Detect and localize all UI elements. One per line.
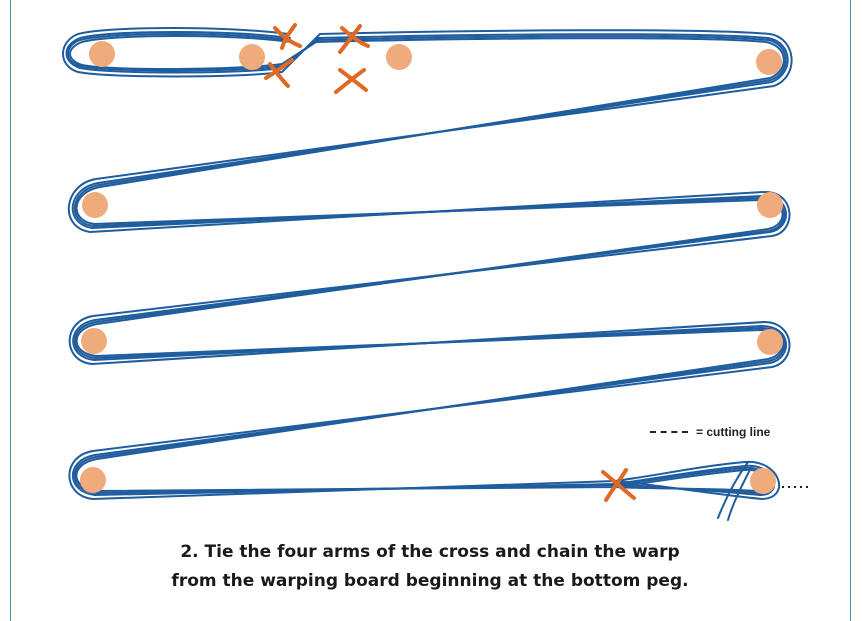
tie-mark — [338, 24, 370, 54]
warp-loose-end — [727, 465, 753, 521]
warp-strand — [69, 35, 785, 493]
peg — [239, 44, 265, 70]
warp-loose-end — [717, 461, 749, 519]
peg — [81, 328, 107, 354]
peg — [757, 192, 783, 218]
frame-left-border — [10, 0, 11, 621]
peg — [756, 49, 782, 75]
tie-mark — [601, 468, 636, 502]
warp-threads — [62, 27, 793, 521]
tie-mark — [264, 58, 294, 88]
pegs — [80, 41, 783, 494]
peg — [82, 192, 108, 218]
peg — [80, 467, 106, 493]
peg — [89, 41, 115, 67]
cutting-line-legend-label: = cutting line — [696, 425, 771, 439]
cutting-line-legend: = cutting line — [650, 422, 770, 442]
caption-line-1: 2. Tie the four arms of the cross and ch… — [180, 542, 680, 562]
tie-mark — [334, 68, 368, 94]
diagram-caption: 2. Tie the four arms of the cross and ch… — [60, 538, 800, 596]
peg — [757, 329, 783, 355]
warp-strand — [67, 33, 787, 495]
tie-mark — [273, 23, 302, 50]
peg — [750, 468, 776, 494]
peg — [386, 44, 412, 70]
caption-line-2: from the warping board beginning at the … — [171, 571, 689, 591]
cutting-line-legend-symbol — [650, 431, 688, 433]
cross-ties — [264, 23, 636, 502]
warping-board-diagram — [62, 23, 812, 521]
frame-right-border — [850, 0, 851, 621]
